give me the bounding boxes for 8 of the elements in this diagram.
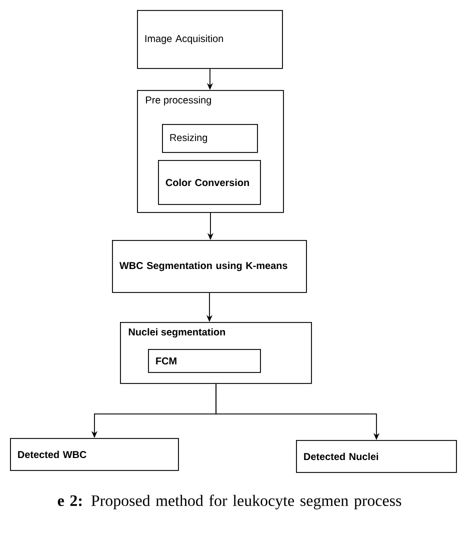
- process-box: Color Conversion: [158, 160, 261, 205]
- process-box: Detected WBC: [10, 438, 179, 471]
- caption: e 2: Proposed method for leukocyte segmen process: [58, 494, 402, 510]
- process-box: WBC Segmentation using K-means: [112, 240, 307, 293]
- process-box: Detected Nuclei: [296, 440, 457, 473]
- process-box: Resizing: [162, 124, 258, 153]
- process-box: FCM: [148, 349, 261, 373]
- process-box: Image Acquisition: [137, 10, 283, 69]
